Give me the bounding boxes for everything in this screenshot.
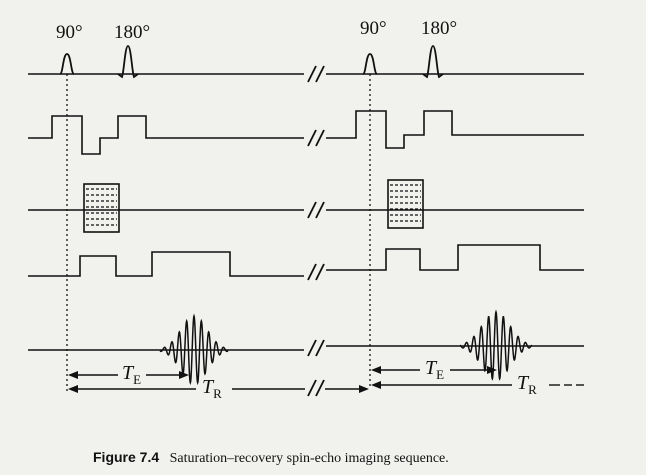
slice-gradient-2	[326, 110, 584, 149]
signal-line	[28, 345, 584, 351]
tr-label-1: TR	[202, 376, 222, 401]
figure-number: Figure 7.4	[93, 449, 160, 465]
rf-90-pulse-2	[362, 53, 378, 75]
phase-encode-steps	[86, 184, 421, 226]
echo-signal-1	[159, 313, 229, 386]
rf-180-pulse-1	[117, 45, 139, 79]
te-label-2: TE	[425, 357, 445, 382]
tr-label-2: TR	[517, 372, 537, 397]
break-marks	[307, 65, 325, 397]
figure-caption: Figure 7.4 Saturation–recovery spin-echo…	[93, 449, 449, 467]
phase-encode-table-1	[83, 183, 120, 233]
te-arrowhead-right-1	[179, 371, 189, 379]
readout-gradient-2	[326, 244, 584, 271]
te-arrowhead-left-1	[68, 371, 78, 379]
tr-arrowhead-right-1	[359, 385, 369, 393]
echo-waveform	[159, 313, 229, 386]
timing-dotted-lines	[66, 74, 371, 392]
slice-gradient-1	[28, 115, 304, 155]
caption-text: Saturation–recovery spin-echo imaging se…	[169, 451, 449, 466]
rf-90-pulse-1	[59, 53, 75, 75]
rf-90-label-1: 90°	[56, 22, 83, 43]
tr-arrowhead-left-2	[371, 381, 381, 389]
phase-encode-table-2	[387, 179, 424, 229]
rf-180-label-1: 180°	[114, 22, 151, 43]
tr-arrowhead-left-1	[68, 385, 78, 393]
echo-signal-2	[459, 309, 533, 381]
readout-gradient-1	[28, 251, 304, 277]
te-label-1: TE	[122, 362, 142, 387]
rf-90-label-2: 90°	[360, 18, 387, 39]
rf-180-label-2: 180°	[421, 18, 458, 39]
rf-180-pulse-2	[422, 45, 444, 79]
te-arrowhead-left-2	[371, 366, 381, 374]
echo-waveform	[459, 309, 533, 381]
